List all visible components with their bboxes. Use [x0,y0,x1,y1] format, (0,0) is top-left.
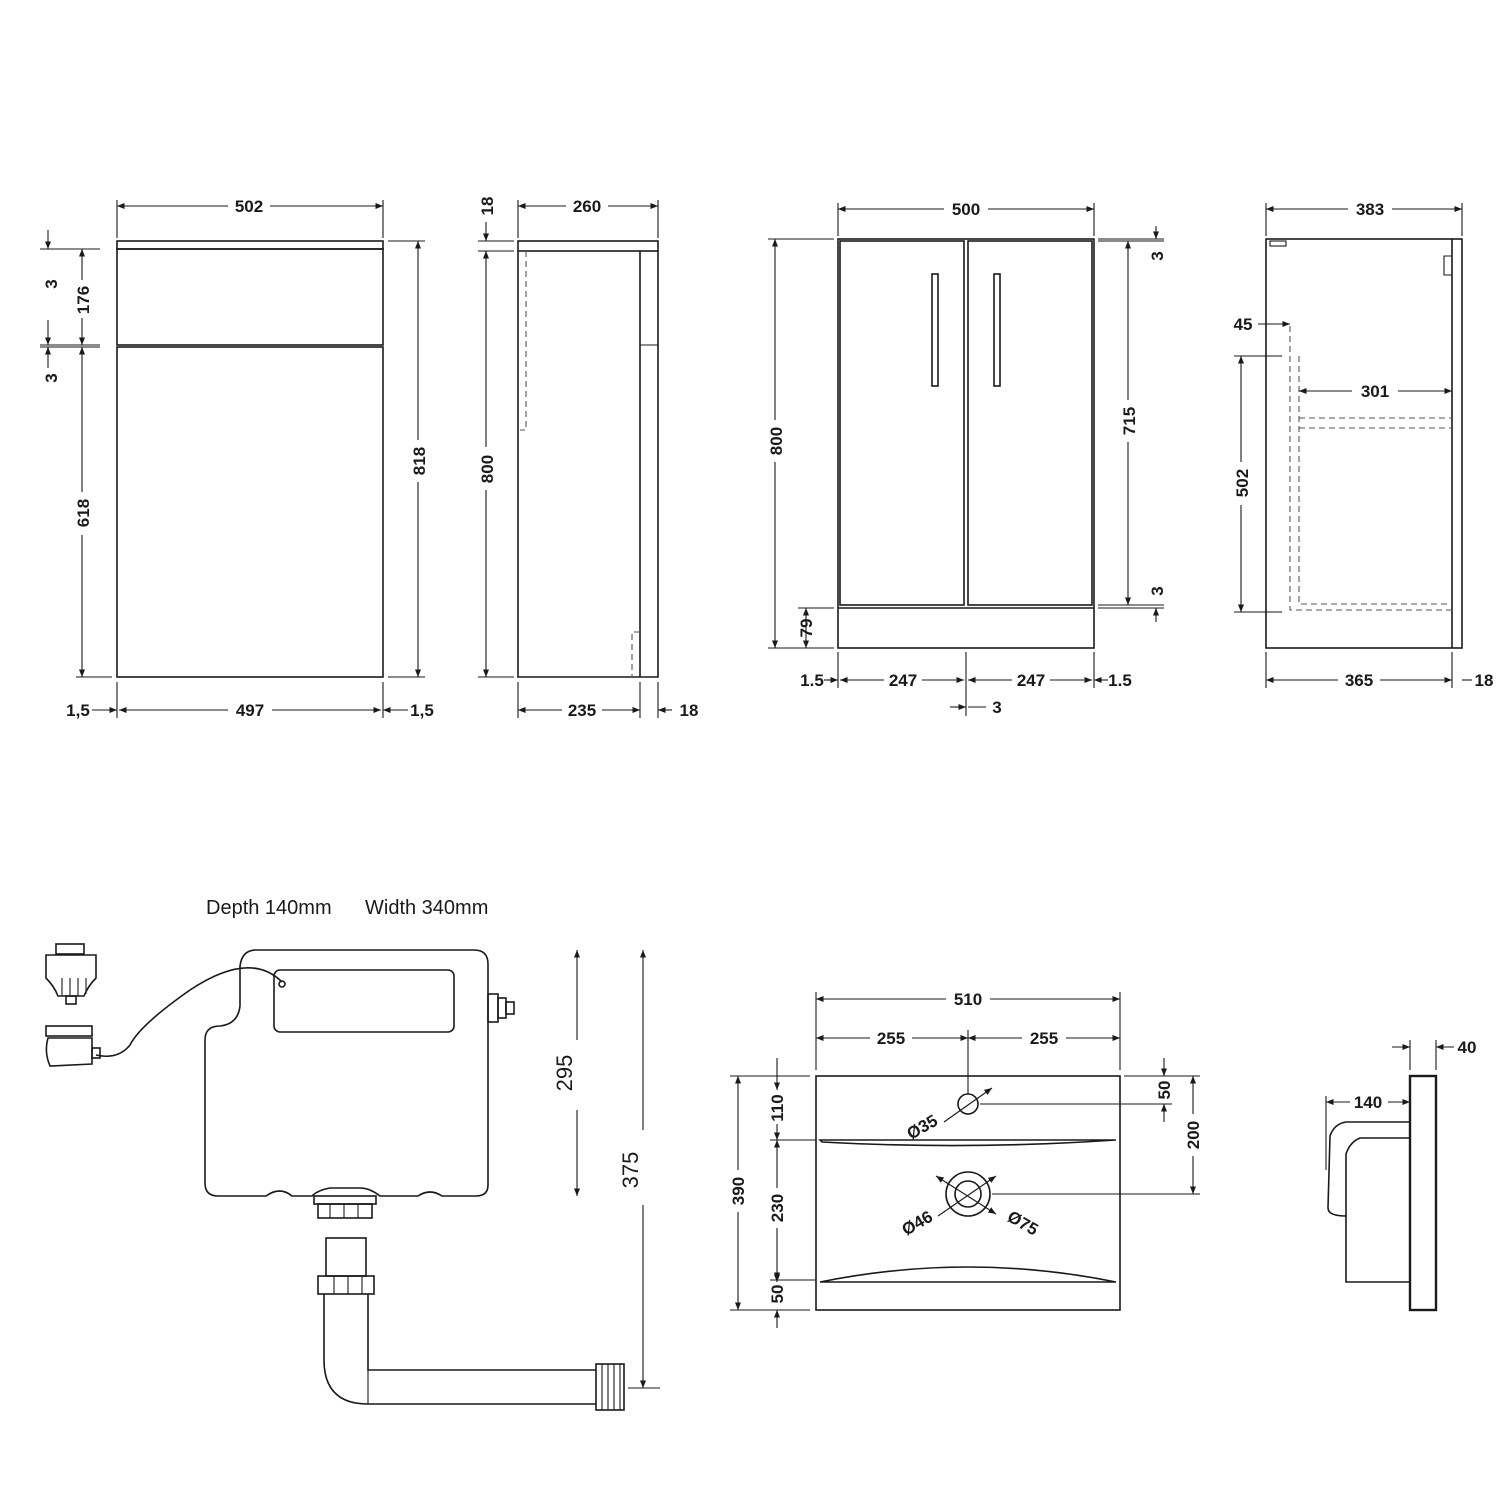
dim-basin-half-left: 255 [877,1029,905,1048]
dim-basin-width: 510 [954,990,982,1009]
vanity-side-view: 383 45 301 502 365 18 [1233,200,1493,690]
dim-margin-left: 1,5 [66,701,90,720]
dim-side-depth-body: 365 [1345,671,1373,690]
cistern-panel [273,969,455,1033]
dim-basin-depth: 390 [729,1177,748,1205]
vanity-front-view: 500 800 79 3 715 3 1.5 247 247 1.5 [767,200,1167,717]
toilet-unit-front-view: 502 3 176 3 618 818 1,5 497 1,5 [40,197,434,720]
basin-side-bowl [1327,1121,1410,1283]
dim-margin-right: 1,5 [410,701,434,720]
dim-waste-outer: Ø75 [1004,1207,1041,1240]
dim-door-height: 618 [74,499,93,527]
dim-waste-inner: Ø46 [899,1207,936,1240]
dim-vanity-door-gap: 3 [992,698,1001,717]
dim-cistern-tank-height: 295 [552,1055,577,1092]
toilet-unit-side-view: 260 18 800 235 18 [478,197,698,720]
dim-top-thickness: 18 [478,197,497,216]
dim-vanity-door-height: 715 [1120,407,1139,435]
handle-right [993,273,1001,387]
dim-vanity-gap-bottom: 3 [1148,586,1167,595]
dim-vanity-gap-top: 3 [1148,251,1167,260]
door-right [967,240,1093,606]
handle-left [931,273,939,387]
basin-top-view: Ø35 Ø46 Ø75 510 255 255 50 200 39 [729,990,1203,1328]
flush-actuator-icon [45,1025,101,1067]
dim-vanity-height: 800 [767,427,786,455]
dim-top-panel: 176 [74,286,93,314]
top-panel [116,248,384,346]
worktop-outline [116,240,384,250]
dim-plinth: 79 [797,619,816,638]
dim-back-panel: 18 [680,701,699,720]
vanity-carcass [837,238,1095,649]
dim-bowl-depth: 230 [768,1194,787,1222]
dim-side-back: 18 [1475,671,1494,690]
dim-vanity-edge-left: 1.5 [800,671,824,690]
dim-gap-mid: 3 [42,373,61,382]
flush-valve-icon [45,943,97,1005]
door-left [839,240,965,606]
worktop-side [517,240,659,252]
dim-side-depth-body: 235 [568,701,596,720]
dim-vanity-door-right: 247 [1017,671,1045,690]
dim-front-margin: 110 [768,1094,787,1121]
dim-gap-top: 3 [42,279,61,288]
dim-drawer-height: 502 [1233,469,1252,497]
cistern-tank [204,949,489,1197]
dim-basin-half-right: 255 [1030,1029,1058,1048]
dim-cistern-total-height: 375 [618,1152,643,1189]
cistern-depth-label: Depth 140mm [206,897,332,919]
flush-cable [95,966,283,1058]
concealed-cistern-view: Depth 140mm Width 340mm [45,897,660,1411]
basin-side-slab [1408,1074,1438,1312]
dim-back-margin: 50 [768,1285,787,1304]
dim-vanity-edge-right: 1.5 [1108,671,1132,690]
vanity-side-outline [1265,238,1463,649]
dim-basin-thickness: 40 [1458,1038,1477,1057]
waste-inner [954,1180,982,1208]
dim-vanity-door-left: 247 [889,671,917,690]
dim-waste-offset: 200 [1184,1121,1203,1149]
dim-basin-projection: 140 [1354,1093,1382,1112]
dim-side-depth-top: 260 [573,197,601,216]
dim-total-height: 818 [410,447,429,475]
waste-outer [945,1171,991,1217]
dim-side-height: 800 [478,455,497,483]
dim-tap-offset: 50 [1155,1081,1174,1100]
dim-width-top: 502 [235,197,263,216]
dim-door-width: 497 [236,701,264,720]
tap-hole [957,1093,979,1115]
cistern-width-label: Width 340mm [365,897,488,919]
basin-side-view: 40 140 [1325,1038,1477,1312]
flush-pipe [317,1237,625,1411]
dim-side-depth: 383 [1356,200,1384,219]
dim-drawer-depth: 301 [1361,382,1389,401]
bowl-edge-back [818,1139,1117,1147]
bowl-edge-front [819,1266,1117,1283]
dim-vanity-width: 500 [952,200,980,219]
dim-tap-hole: Ø35 [904,1111,941,1144]
dim-side-inset: 45 [1234,315,1253,334]
door-panel [116,346,384,678]
